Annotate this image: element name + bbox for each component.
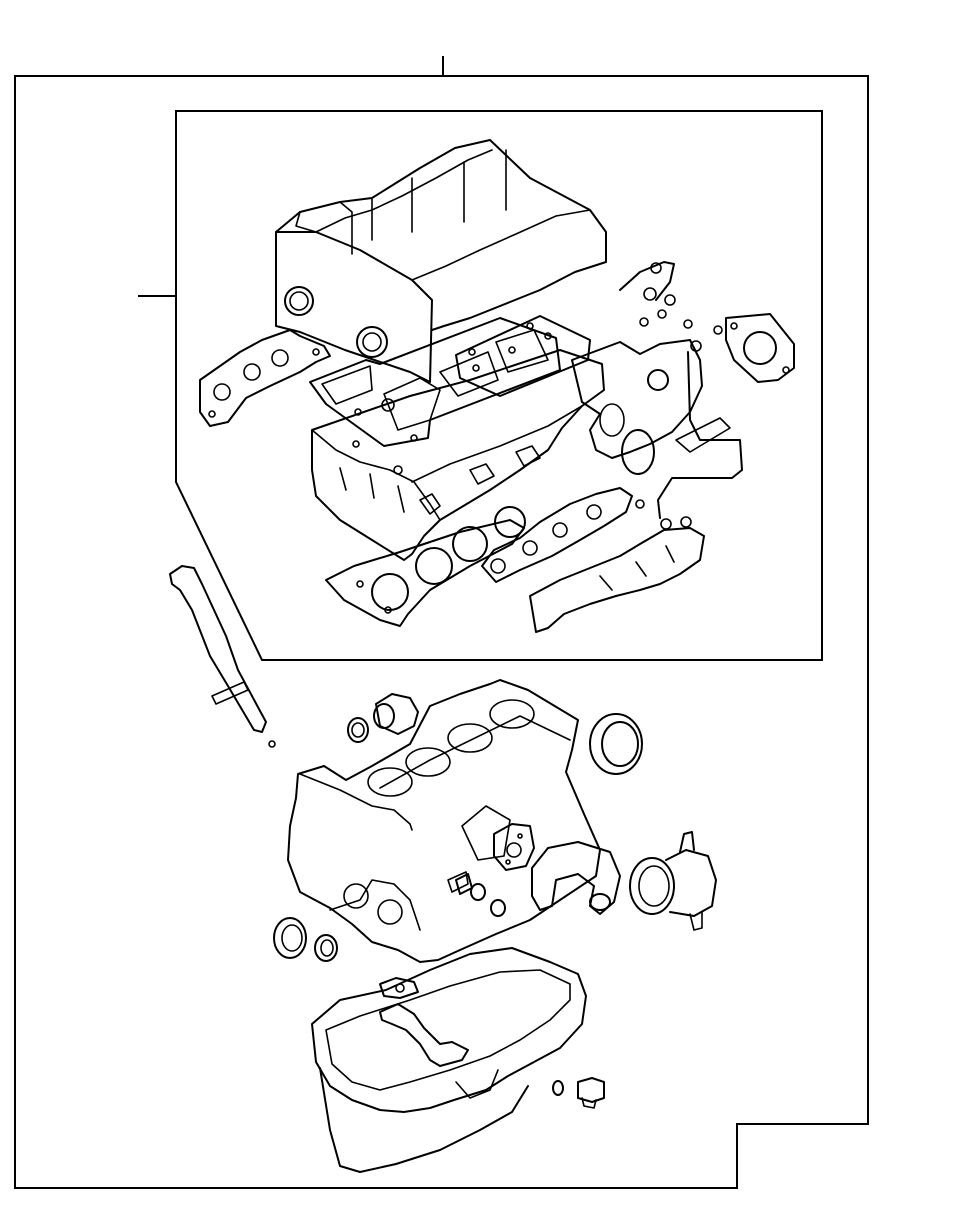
exhaust-manifold-icon	[529, 527, 705, 633]
head-gasket-icon	[325, 506, 526, 627]
oil-feed-pipe-icon	[619, 261, 743, 530]
intake-manifold-gasket-icon	[199, 329, 331, 427]
small-o-rings-icon	[455, 873, 506, 917]
coolant-pipe-icon	[531, 841, 621, 915]
turbocharger-icon	[571, 339, 731, 475]
inner-kit-frame	[138, 110, 823, 661]
oil-dipstick-icon	[169, 565, 276, 748]
oil-pan-icon	[311, 947, 587, 1173]
outer-kit-frame	[14, 56, 869, 1189]
cylinder-block-icon	[287, 679, 601, 963]
thermostat-housing-icon	[629, 831, 717, 931]
rear-oil-seal-icon	[589, 713, 643, 775]
turbo-flange-gasket-icon	[725, 313, 795, 383]
water-outlet-fitting-icon	[347, 693, 419, 743]
oil-strainer-icon	[379, 977, 469, 1067]
front-oil-seals-icon	[273, 917, 338, 962]
exhaust-manifold-gasket-icon	[481, 487, 633, 583]
engine-block-upper-icon	[311, 349, 605, 561]
cylinder-head-drawing-icon	[275, 139, 607, 447]
drain-plug-icon	[552, 1077, 605, 1109]
oil-pump-gasket-icon	[493, 823, 535, 871]
